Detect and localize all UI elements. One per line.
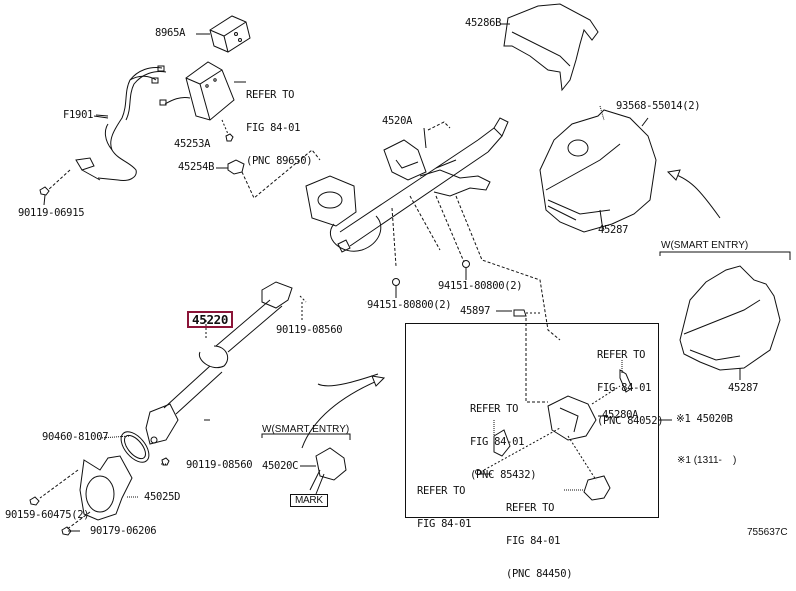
refer-note-line: REFER TO [597, 349, 646, 361]
refer-note-line: FIG 84-01 [597, 382, 652, 394]
part-label-45280a[interactable]: 45280A [602, 409, 639, 421]
cover-45287-upper-drawing [539, 109, 721, 233]
refer-note-line: REFER TO [470, 403, 519, 415]
smart-entry-label-right: W(SMART ENTRY) [661, 240, 749, 251]
refer-note-line: REFER TO [417, 485, 466, 497]
cover-45286b-drawing [500, 3, 599, 92]
refer-note-line: FIG 84-01 [417, 518, 472, 530]
part-label-45254b[interactable]: 45254B [178, 161, 215, 173]
refer-note-line: FIG 84-01 [246, 122, 301, 134]
leader-lines [68, 33, 672, 532]
part-label-45286b[interactable]: 45286B [465, 17, 502, 29]
refer-note-84450[interactable]: REFER TO FIG 84-01 (PNC 84450) [506, 481, 573, 591]
refer-note-line: (PNC 85432) [470, 469, 537, 481]
parts-illustration [29, 3, 791, 536]
part-label-90119-06915[interactable]: 90119-06915 [18, 207, 85, 219]
part-label-45253a[interactable]: 45253A [174, 138, 211, 150]
boot-45025d-drawing [29, 431, 170, 536]
smart-entry-label-left: W(SMART ENTRY) [262, 424, 350, 435]
refer-note-8401[interactable]: REFER TO FIG 84-01 [417, 464, 472, 541]
part-label-93568-55014[interactable]: 93568-55014(2) [616, 100, 701, 112]
part-label-94151-80800-a[interactable]: 94151-80800(2) [367, 299, 452, 311]
box-components-drawing [475, 318, 633, 501]
part-label-8965a[interactable]: 8965A [155, 27, 186, 39]
ecu-box-drawing [159, 61, 246, 142]
part-label-45220-highlighted[interactable]: 45220 [187, 311, 234, 328]
part-label-90159-60475[interactable]: 90159-60475(2) [5, 509, 90, 521]
refer-note-line: (PNC 84052) [597, 415, 664, 427]
nut-drawings [392, 260, 470, 298]
refer-note-line: (PNC 89650) [246, 155, 313, 167]
refer-note-line: FIG 84-01 [470, 436, 525, 448]
refer-note-line: (PNC 84450) [506, 568, 573, 580]
part-label-4520a[interactable]: 4520A [382, 115, 413, 127]
part-label-90460-81007[interactable]: 90460-81007 [42, 431, 109, 443]
steering-column-4520a-drawing [305, 117, 561, 341]
part-label-90119-08560-a[interactable]: 90119-08560 [276, 324, 343, 336]
shaft-45220-drawing [145, 281, 307, 445]
part-label-94151-80800-b[interactable]: 94151-80800(2) [438, 280, 523, 292]
part-label-90179-06206[interactable]: 90179-06206 [90, 525, 157, 537]
refer-note-85432[interactable]: REFER TO FIG 84-01 (PNC 85432) [470, 382, 537, 492]
refer-note-89650[interactable]: REFER TO FIG 84-01 (PNC 89650) [246, 68, 313, 178]
refer-note-line: REFER TO [506, 502, 555, 514]
smart-entry-bracket [659, 251, 791, 260]
part-label-45025d[interactable]: 45025D [144, 491, 181, 503]
part-label-90119-08560-b[interactable]: 90119-08560 [186, 459, 253, 471]
refer-note-line: FIG 84-01 [506, 535, 561, 547]
part-label-45020b[interactable]: ※1 45020B [676, 413, 733, 425]
figure-id: 755637C [747, 527, 788, 538]
clip-45254b-drawing [227, 149, 321, 199]
bolt-45897-drawing [513, 309, 540, 317]
footnote-label: ※1 (1311- ) [677, 455, 737, 466]
module-8965a-drawing [209, 15, 251, 53]
cover-45287-lower-drawing [679, 265, 781, 380]
refer-note-line: REFER TO [246, 89, 295, 101]
lock-45020c-drawing [261, 373, 386, 495]
refer-note-84052[interactable]: REFER TO FIG 84-01 (PNC 84052) [597, 328, 664, 438]
harness-f1901-drawing [39, 65, 167, 206]
part-label-45897[interactable]: 45897 [460, 305, 491, 317]
part-label-f1901[interactable]: F1901 [63, 109, 94, 121]
mark-label: MARK [290, 494, 328, 507]
part-label-45287-lower[interactable]: 45287 [728, 382, 759, 394]
part-label-45020c[interactable]: 45020C [262, 460, 299, 472]
smart-entry-components-box [405, 323, 659, 518]
part-label-45287-upper[interactable]: 45287 [598, 224, 629, 236]
